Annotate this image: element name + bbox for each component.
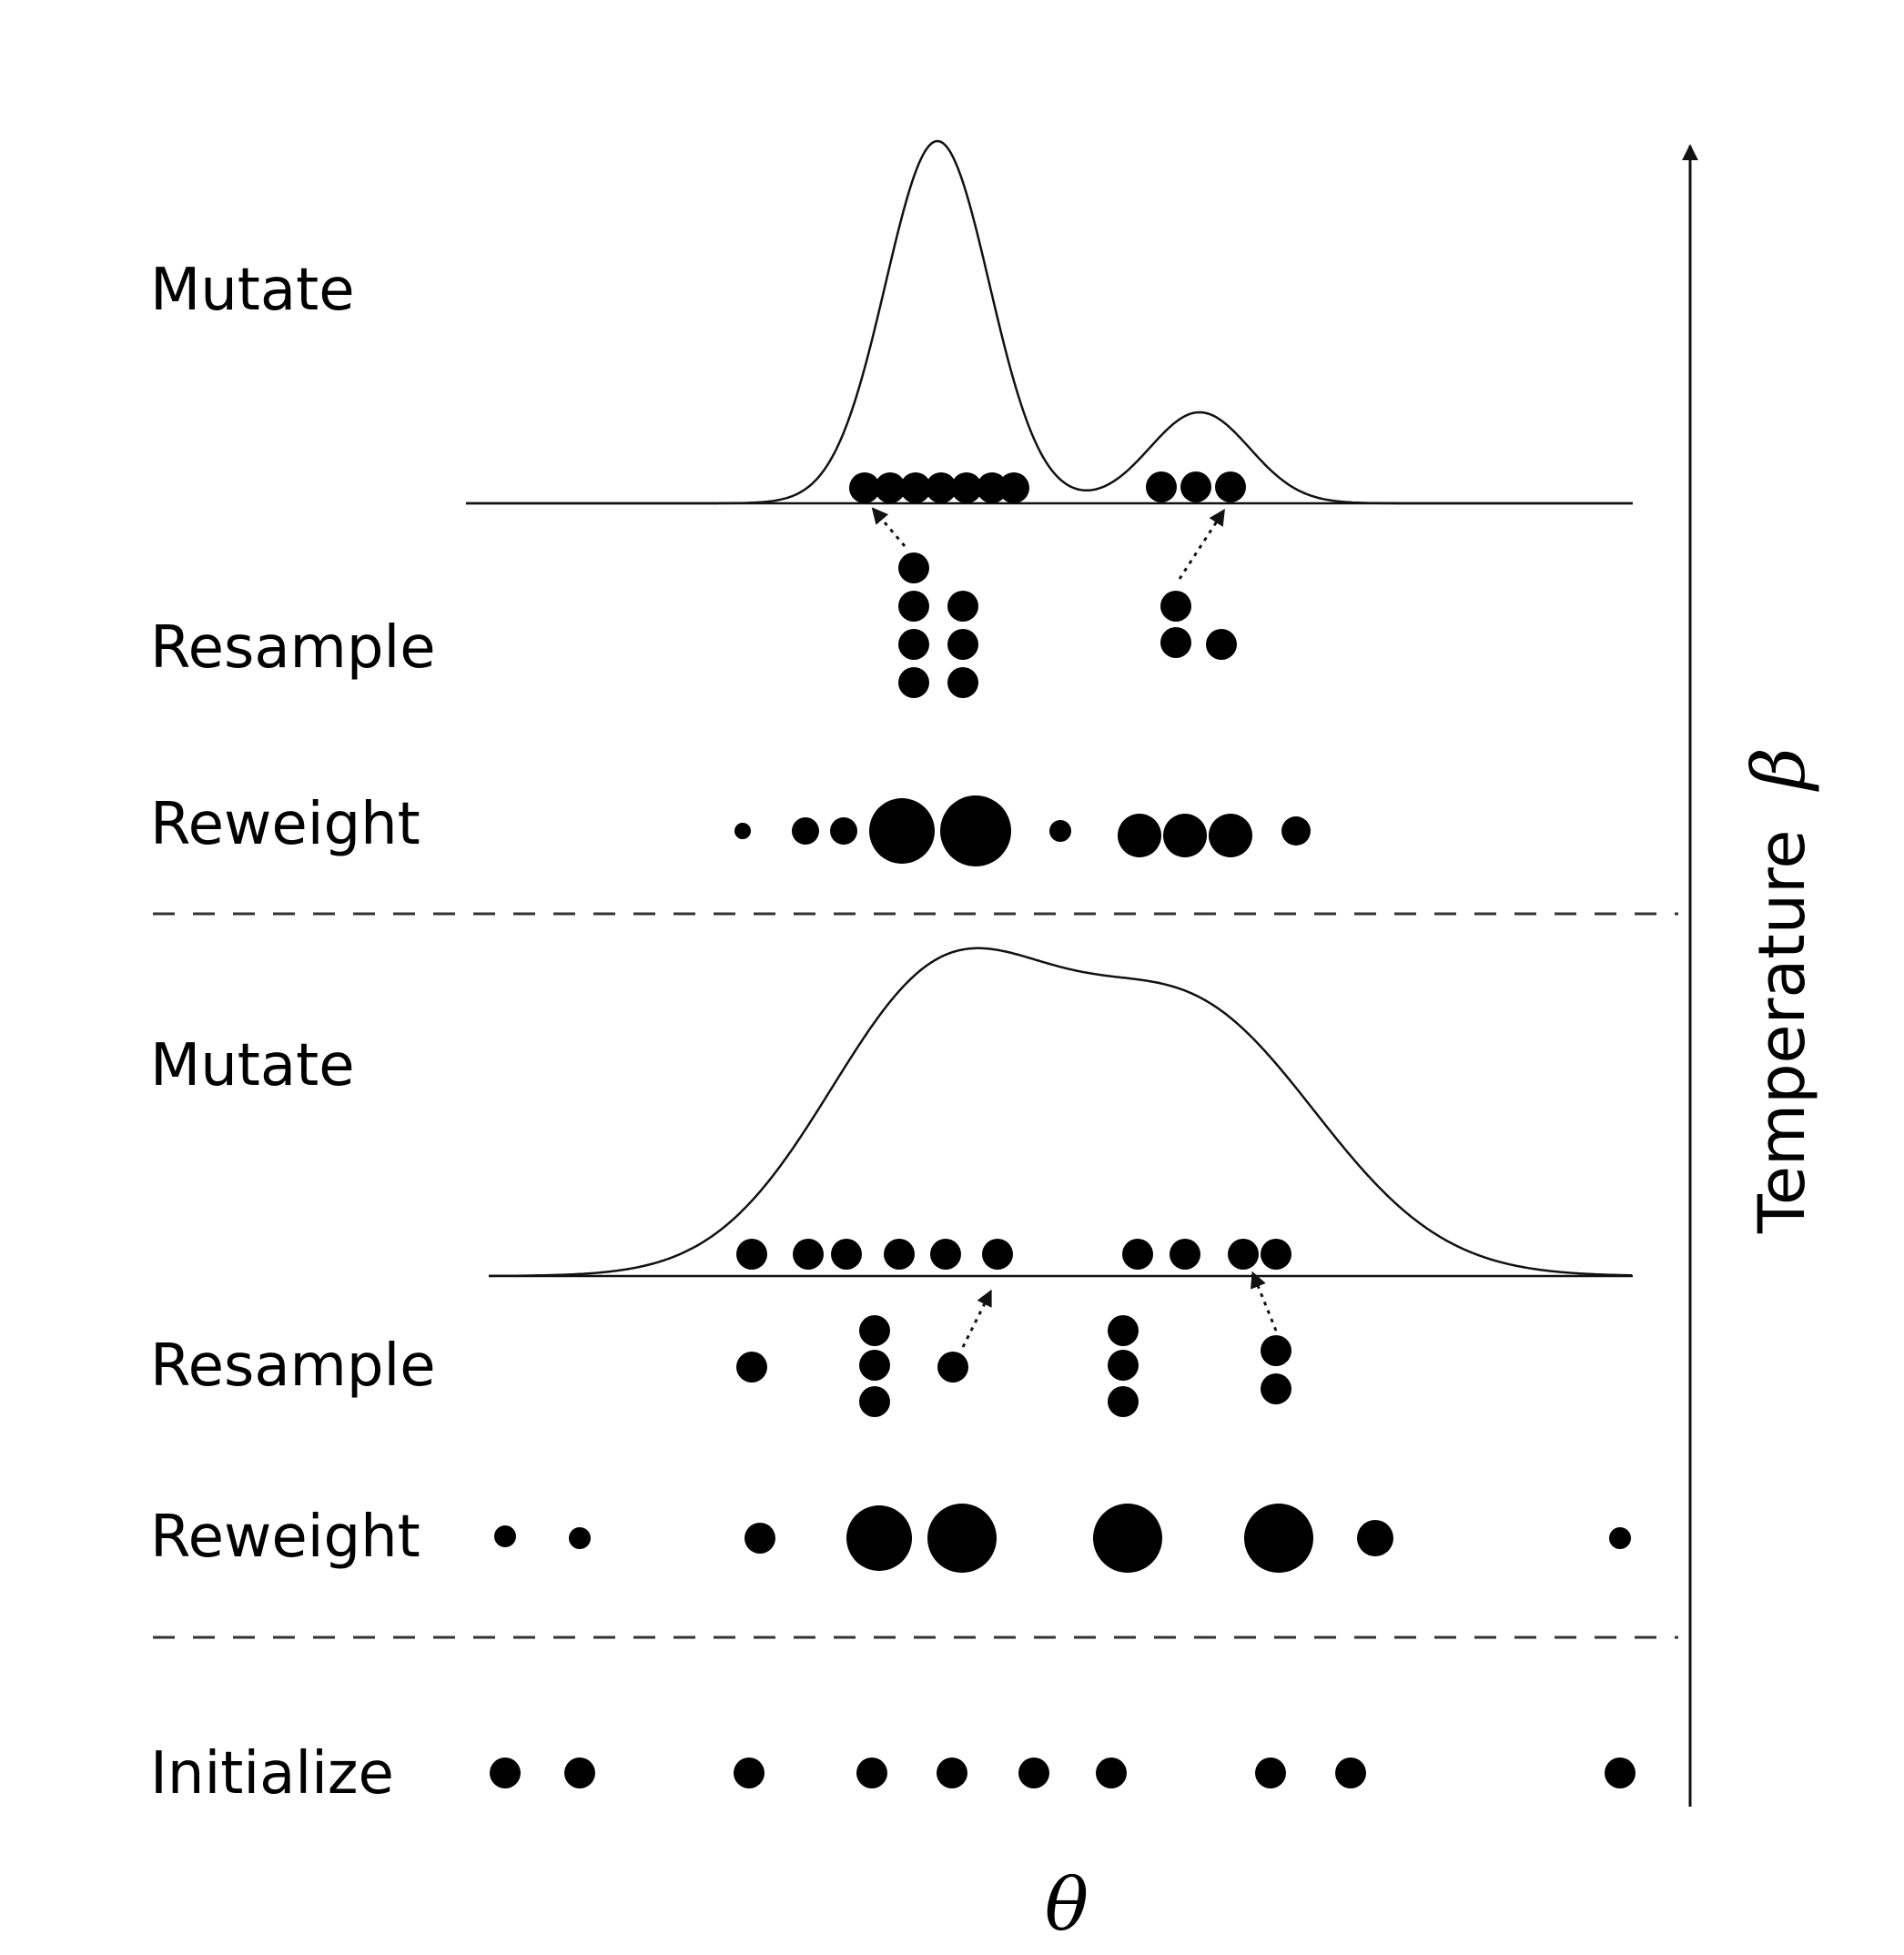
particle-dot [1281, 816, 1311, 846]
move-arrow-bottom-right [1251, 1271, 1278, 1332]
particle-dot [846, 1505, 912, 1571]
particle-dot [793, 1239, 824, 1270]
particle-dot [569, 1527, 591, 1549]
particle-dot [869, 798, 935, 864]
particle-dot [940, 795, 1011, 866]
particle-dot [1335, 1757, 1366, 1788]
particle-dot [898, 629, 929, 660]
particle-dot [1093, 1504, 1162, 1573]
particle-dot [898, 591, 929, 622]
move-arrow-top-right [1178, 508, 1225, 580]
particle-dot [937, 1352, 968, 1383]
particle-dot [937, 1757, 967, 1788]
particle-dot [926, 472, 957, 503]
particle-dot [927, 1504, 997, 1573]
particle-dot [898, 667, 929, 698]
particle-dot [1108, 1386, 1139, 1417]
step-label-reweight-top: Reweight [150, 791, 420, 858]
particle-dot [1209, 814, 1252, 857]
particle-dot [900, 472, 931, 503]
particle-dot [831, 1239, 862, 1270]
particle-dot [1261, 1239, 1291, 1270]
particles-reweight-bottom [494, 1504, 1631, 1573]
particle-dot [736, 1352, 767, 1383]
step-label-mutate-top: Mutate [150, 257, 355, 324]
density-curve-bottom [489, 947, 1633, 1278]
particle-dot [1261, 1335, 1291, 1366]
particle-dot [849, 472, 880, 503]
particle-dot [884, 1239, 915, 1270]
particle-dot [1228, 1239, 1259, 1270]
particle-dot [898, 552, 929, 583]
particle-dot [1160, 591, 1191, 622]
particles-initialize [490, 1757, 1636, 1788]
step-label-initialize: Initialize [150, 1740, 394, 1808]
particle-dot [1357, 1520, 1393, 1556]
particle-dot [947, 629, 978, 660]
particle-dot [951, 472, 982, 503]
particle-dot [744, 1523, 775, 1554]
particle-dot [1255, 1757, 1286, 1788]
temperature-axis-text: Temperature [1745, 830, 1819, 1234]
particle-dot [1215, 471, 1246, 502]
particle-dot [859, 1350, 890, 1381]
particle-dot [1244, 1504, 1313, 1573]
particles-mutate-top [849, 471, 1246, 503]
step-label-resample-top: Resample [150, 614, 436, 682]
particle-dot [947, 591, 978, 622]
density-curve-top [466, 139, 1633, 505]
particle-dot [982, 1239, 1013, 1270]
particle-dot [1180, 471, 1211, 502]
particle-dot [792, 817, 819, 845]
particle-dot [734, 823, 751, 839]
particle-dot [494, 1525, 516, 1547]
particle-dot [859, 1315, 890, 1346]
particle-dot [1609, 1527, 1631, 1549]
particles-mutate-bottom [736, 1239, 1291, 1270]
step-label-mutate-bottom: Mutate [150, 1032, 355, 1099]
particle-dot [1170, 1239, 1200, 1270]
particle-dot [1108, 1350, 1139, 1381]
move-arrow-top-left [871, 507, 906, 547]
particle-dot [875, 472, 906, 503]
particle-dot [859, 1386, 890, 1417]
particles-resample-bottom [736, 1315, 1291, 1417]
particle-dot [930, 1239, 961, 1270]
particle-dot [1163, 814, 1207, 857]
particle-dot [947, 667, 978, 698]
particle-dot [1261, 1373, 1291, 1404]
particle-dot [1049, 820, 1071, 842]
particle-dot [1018, 1757, 1049, 1788]
particle-dot [1160, 627, 1191, 658]
particle-dot [1108, 1315, 1139, 1346]
particle-dot [977, 472, 1008, 503]
particle-dot [1118, 814, 1161, 857]
temperature-axis-label: Temperature β [1737, 747, 1821, 1234]
particle-dot [736, 1239, 767, 1270]
temperature-beta-symbol: β [1737, 747, 1821, 792]
particle-dot [490, 1757, 521, 1788]
particles-resample-top [898, 552, 1237, 698]
parameter-theta-symbol: θ [1045, 1862, 1089, 1947]
particle-dot [1605, 1757, 1636, 1788]
step-label-reweight-bottom: Reweight [150, 1504, 420, 1571]
particles-reweight-top [734, 795, 1311, 866]
particle-dot [1206, 629, 1237, 660]
particle-dot [1096, 1757, 1127, 1788]
step-label-resample-bottom: Resample [150, 1332, 436, 1400]
particle-dot [1122, 1239, 1153, 1270]
particle-dot [856, 1757, 887, 1788]
particle-dot [734, 1757, 765, 1788]
move-arrow-bottom-left [961, 1289, 992, 1348]
particle-dot [830, 817, 857, 845]
particle-dot [998, 472, 1029, 503]
particle-dot [1146, 471, 1177, 502]
particle-dot [564, 1757, 595, 1788]
